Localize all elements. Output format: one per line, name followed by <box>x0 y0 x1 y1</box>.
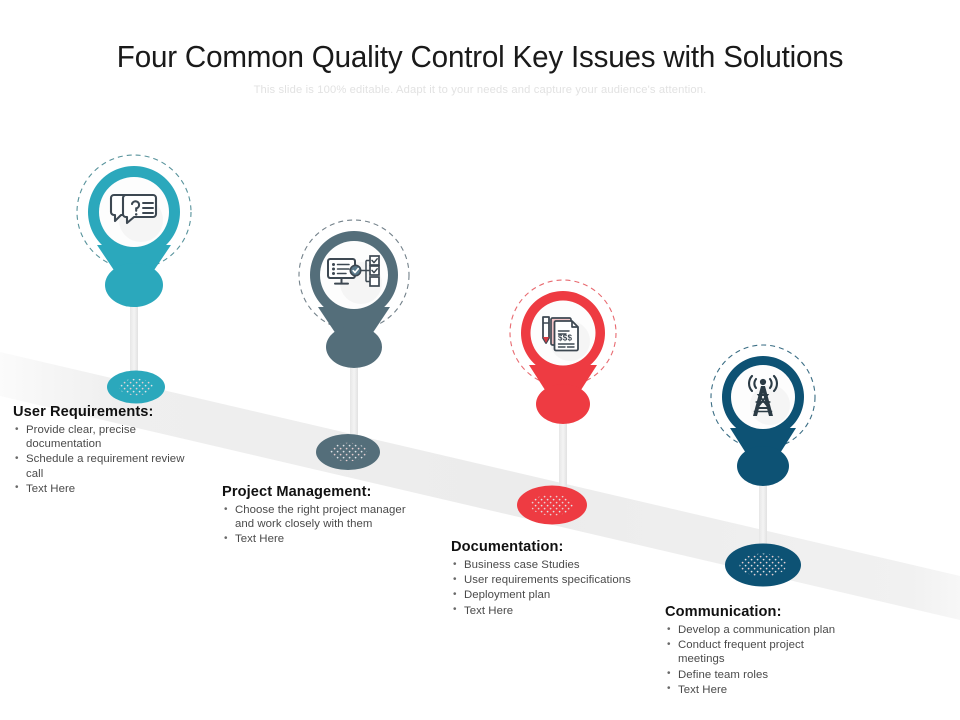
radio-tower-icon <box>748 374 778 416</box>
pin-marker-project-management[interactable] <box>264 215 444 465</box>
list-item: Text Here <box>665 682 850 697</box>
block-heading: Documentation: <box>451 539 564 555</box>
bullet-list: Develop a communication plan Conduct fre… <box>665 622 850 697</box>
text-block-project-management: Project Management: Choose the right pro… <box>222 484 412 548</box>
text-block-communication: Communication: Develop a communication p… <box>665 604 850 698</box>
bullet-list: Business case Studies User requirements … <box>451 557 636 618</box>
page-title: Four Common Quality Control Key Issues w… <box>116 40 844 74</box>
monitor-checklist-icon <box>327 255 380 287</box>
list-item: Text Here <box>222 532 412 546</box>
list-item: Define team roles <box>665 667 850 682</box>
list-item: Text Here <box>13 481 203 496</box>
pin-marker-communication[interactable] <box>673 340 853 590</box>
bullet-list: Provide clear, precise documentation Sch… <box>13 422 203 496</box>
text-block-documentation: Documentation: Business case Studies Use… <box>451 539 636 619</box>
block-heading: Project Management: <box>222 484 372 500</box>
text-block-user-requirements: User Requirements: Provide clear, precis… <box>13 404 203 497</box>
list-item: Schedule a requirement review call <box>13 452 203 480</box>
svg-text:$$$: $$$ <box>558 334 572 343</box>
block-heading: Communication: <box>665 604 782 620</box>
list-item: Conduct frequent project meetings <box>665 638 850 666</box>
list-item: Text Here <box>451 603 636 618</box>
list-item: Develop a communication plan <box>665 622 850 637</box>
page-subtitle: This slide is 100% editable. Adapt it to… <box>253 84 707 97</box>
pin-marker-user-requirements[interactable] <box>44 150 224 400</box>
slide-header: Four Common Quality Control Key Issues w… <box>0 40 960 96</box>
list-item: Business case Studies <box>451 557 636 572</box>
bullet-list: Choose the right project manager and wor… <box>222 502 412 547</box>
list-item: Deployment plan <box>451 588 636 602</box>
block-heading: User Requirements: <box>13 404 154 420</box>
list-item: Choose the right project manager and wor… <box>222 502 412 531</box>
list-item: User requirements specifications <box>451 573 636 587</box>
list-item: Provide clear, precise documentation <box>13 422 203 451</box>
chat-question-icon <box>109 193 158 225</box>
pin-marker-documentation[interactable]: $$$ <box>473 275 653 525</box>
invoice-pen-icon: $$$ <box>542 316 579 352</box>
